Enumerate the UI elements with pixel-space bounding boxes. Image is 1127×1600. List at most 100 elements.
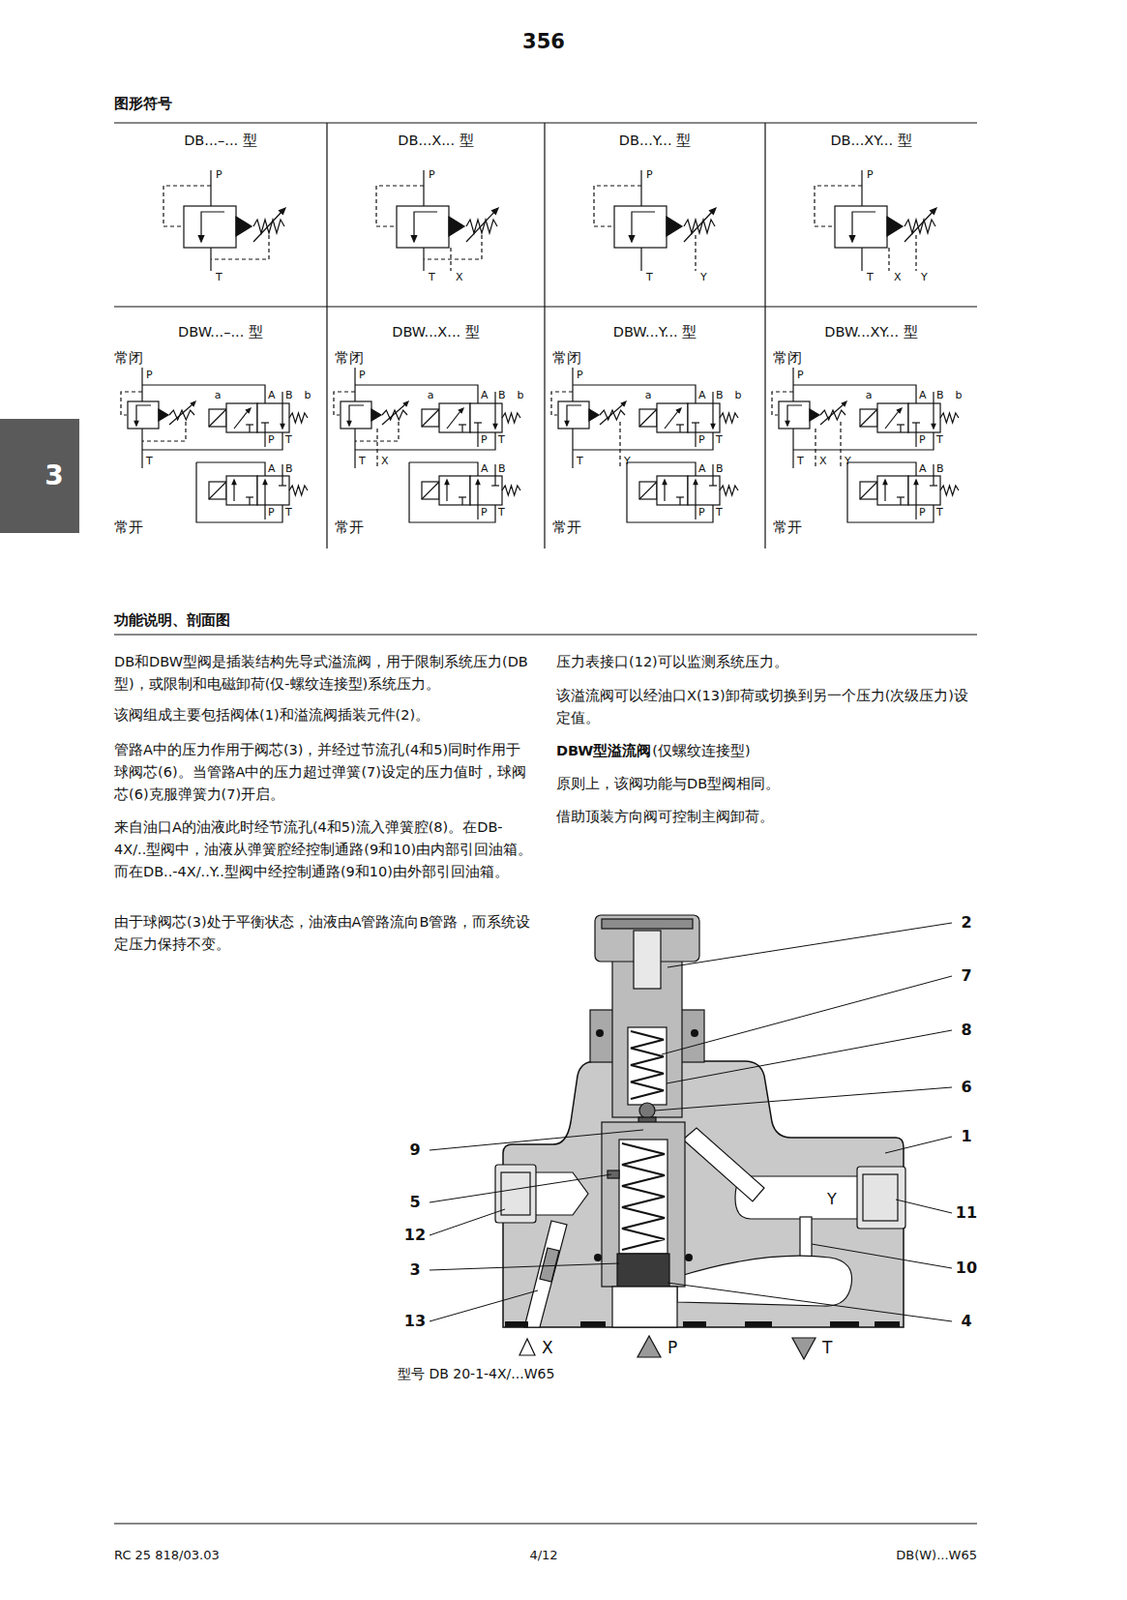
solenoid-mark [421,409,440,427]
pressure-port [612,1286,678,1328]
arrow-head [883,479,888,485]
port-letter: Y [700,270,708,284]
block-mark [245,423,254,425]
pilot-triangle [236,216,252,237]
flow-path [932,403,934,425]
spring-symbol [719,485,739,496]
solenoid [860,409,878,427]
arrow-head [280,423,285,429]
flow-path [281,403,283,425]
port-line [264,504,266,520]
leader-line [885,1136,952,1154]
flow-path [494,403,496,425]
port-letter: T [146,454,153,468]
spring [630,1031,664,1099]
state-label: 常开 [772,519,802,536]
solenoid-mark [860,481,878,500]
pressure-line [572,385,696,404]
tank-line [141,428,143,469]
tank-line [847,462,934,523]
port-triangle [792,1337,816,1360]
spring-symbol [466,219,498,234]
block-mark [899,497,901,505]
footer-rule [114,1523,978,1525]
block-mark [248,497,250,505]
port-line [281,464,283,476]
leader-line [811,1244,952,1269]
solenoid [860,481,878,500]
port-letter: P [866,168,874,181]
port-letter: Y [844,454,852,468]
block-mark [896,496,905,498]
port-letter: A [919,388,927,402]
valve-square [614,206,667,248]
block-mark [676,423,684,425]
callout-number: 7 [960,966,972,985]
port-letter: A [919,462,927,475]
drain-line [915,235,917,271]
port-letter: A [698,462,707,475]
leader-line [667,1282,952,1322]
port-letter: B [715,388,724,402]
port-letter: A [480,462,489,475]
pilot-line [333,391,356,416]
flow-path [787,405,802,421]
block-mark [915,422,917,433]
spring-symbol [382,410,408,420]
orifice-insert [539,1247,560,1282]
port-letter: X [381,454,389,468]
adjust-arrow [466,210,496,242]
seal [830,1321,860,1328]
valve-envelope [226,403,258,433]
solenoid [639,481,657,500]
arrow-head [710,207,716,214]
arrow-head [841,401,847,407]
arrow-head [411,236,416,242]
tank-line [409,462,496,523]
port-letter: P [267,505,275,519]
port-line [915,504,917,520]
spring-symbol [904,219,936,234]
valve-envelope [687,403,720,433]
valve-envelope [908,403,941,433]
block-mark [245,496,254,498]
o-ring [595,1029,604,1038]
flow-path [414,211,438,237]
port-letter: B [936,462,945,475]
block-mark [278,484,287,486]
port-letter: B [285,462,294,475]
port-letter: X [819,454,828,468]
symbol-cell: DB...X... 型 [326,122,545,307]
callout-number: 9 [409,1140,420,1159]
adjusting-screw [633,930,661,989]
flow-path [445,483,447,502]
solenoid [421,481,440,500]
flow-path [915,483,917,505]
o-ring [684,1253,693,1262]
valve-square [778,401,810,429]
port-plug [495,1164,536,1223]
spring-symbol [940,413,959,423]
flow-path [264,483,266,505]
adjust-arrow [382,404,406,425]
pilot-line [551,391,573,416]
vent-line [814,428,816,469]
callout-number: 3 [409,1260,420,1279]
port-letter: T [936,505,944,519]
port-line [264,432,266,447]
callout-number: 6 [960,1077,972,1097]
state-label: 常闭 [552,350,582,367]
tank-channel [677,1255,853,1306]
pilot-triangle [371,409,382,421]
arrow-head [676,408,682,414]
port-letter: P [215,168,223,181]
port-letter: T [428,270,436,284]
port-letter: B [285,388,294,402]
page-count: 4/12 [529,1547,558,1564]
tank-line [793,432,934,450]
valve-envelope [687,475,720,505]
block-mark [264,422,266,433]
flow-path [694,483,696,505]
seal [580,1321,606,1328]
callout-number: 5 [409,1192,420,1212]
